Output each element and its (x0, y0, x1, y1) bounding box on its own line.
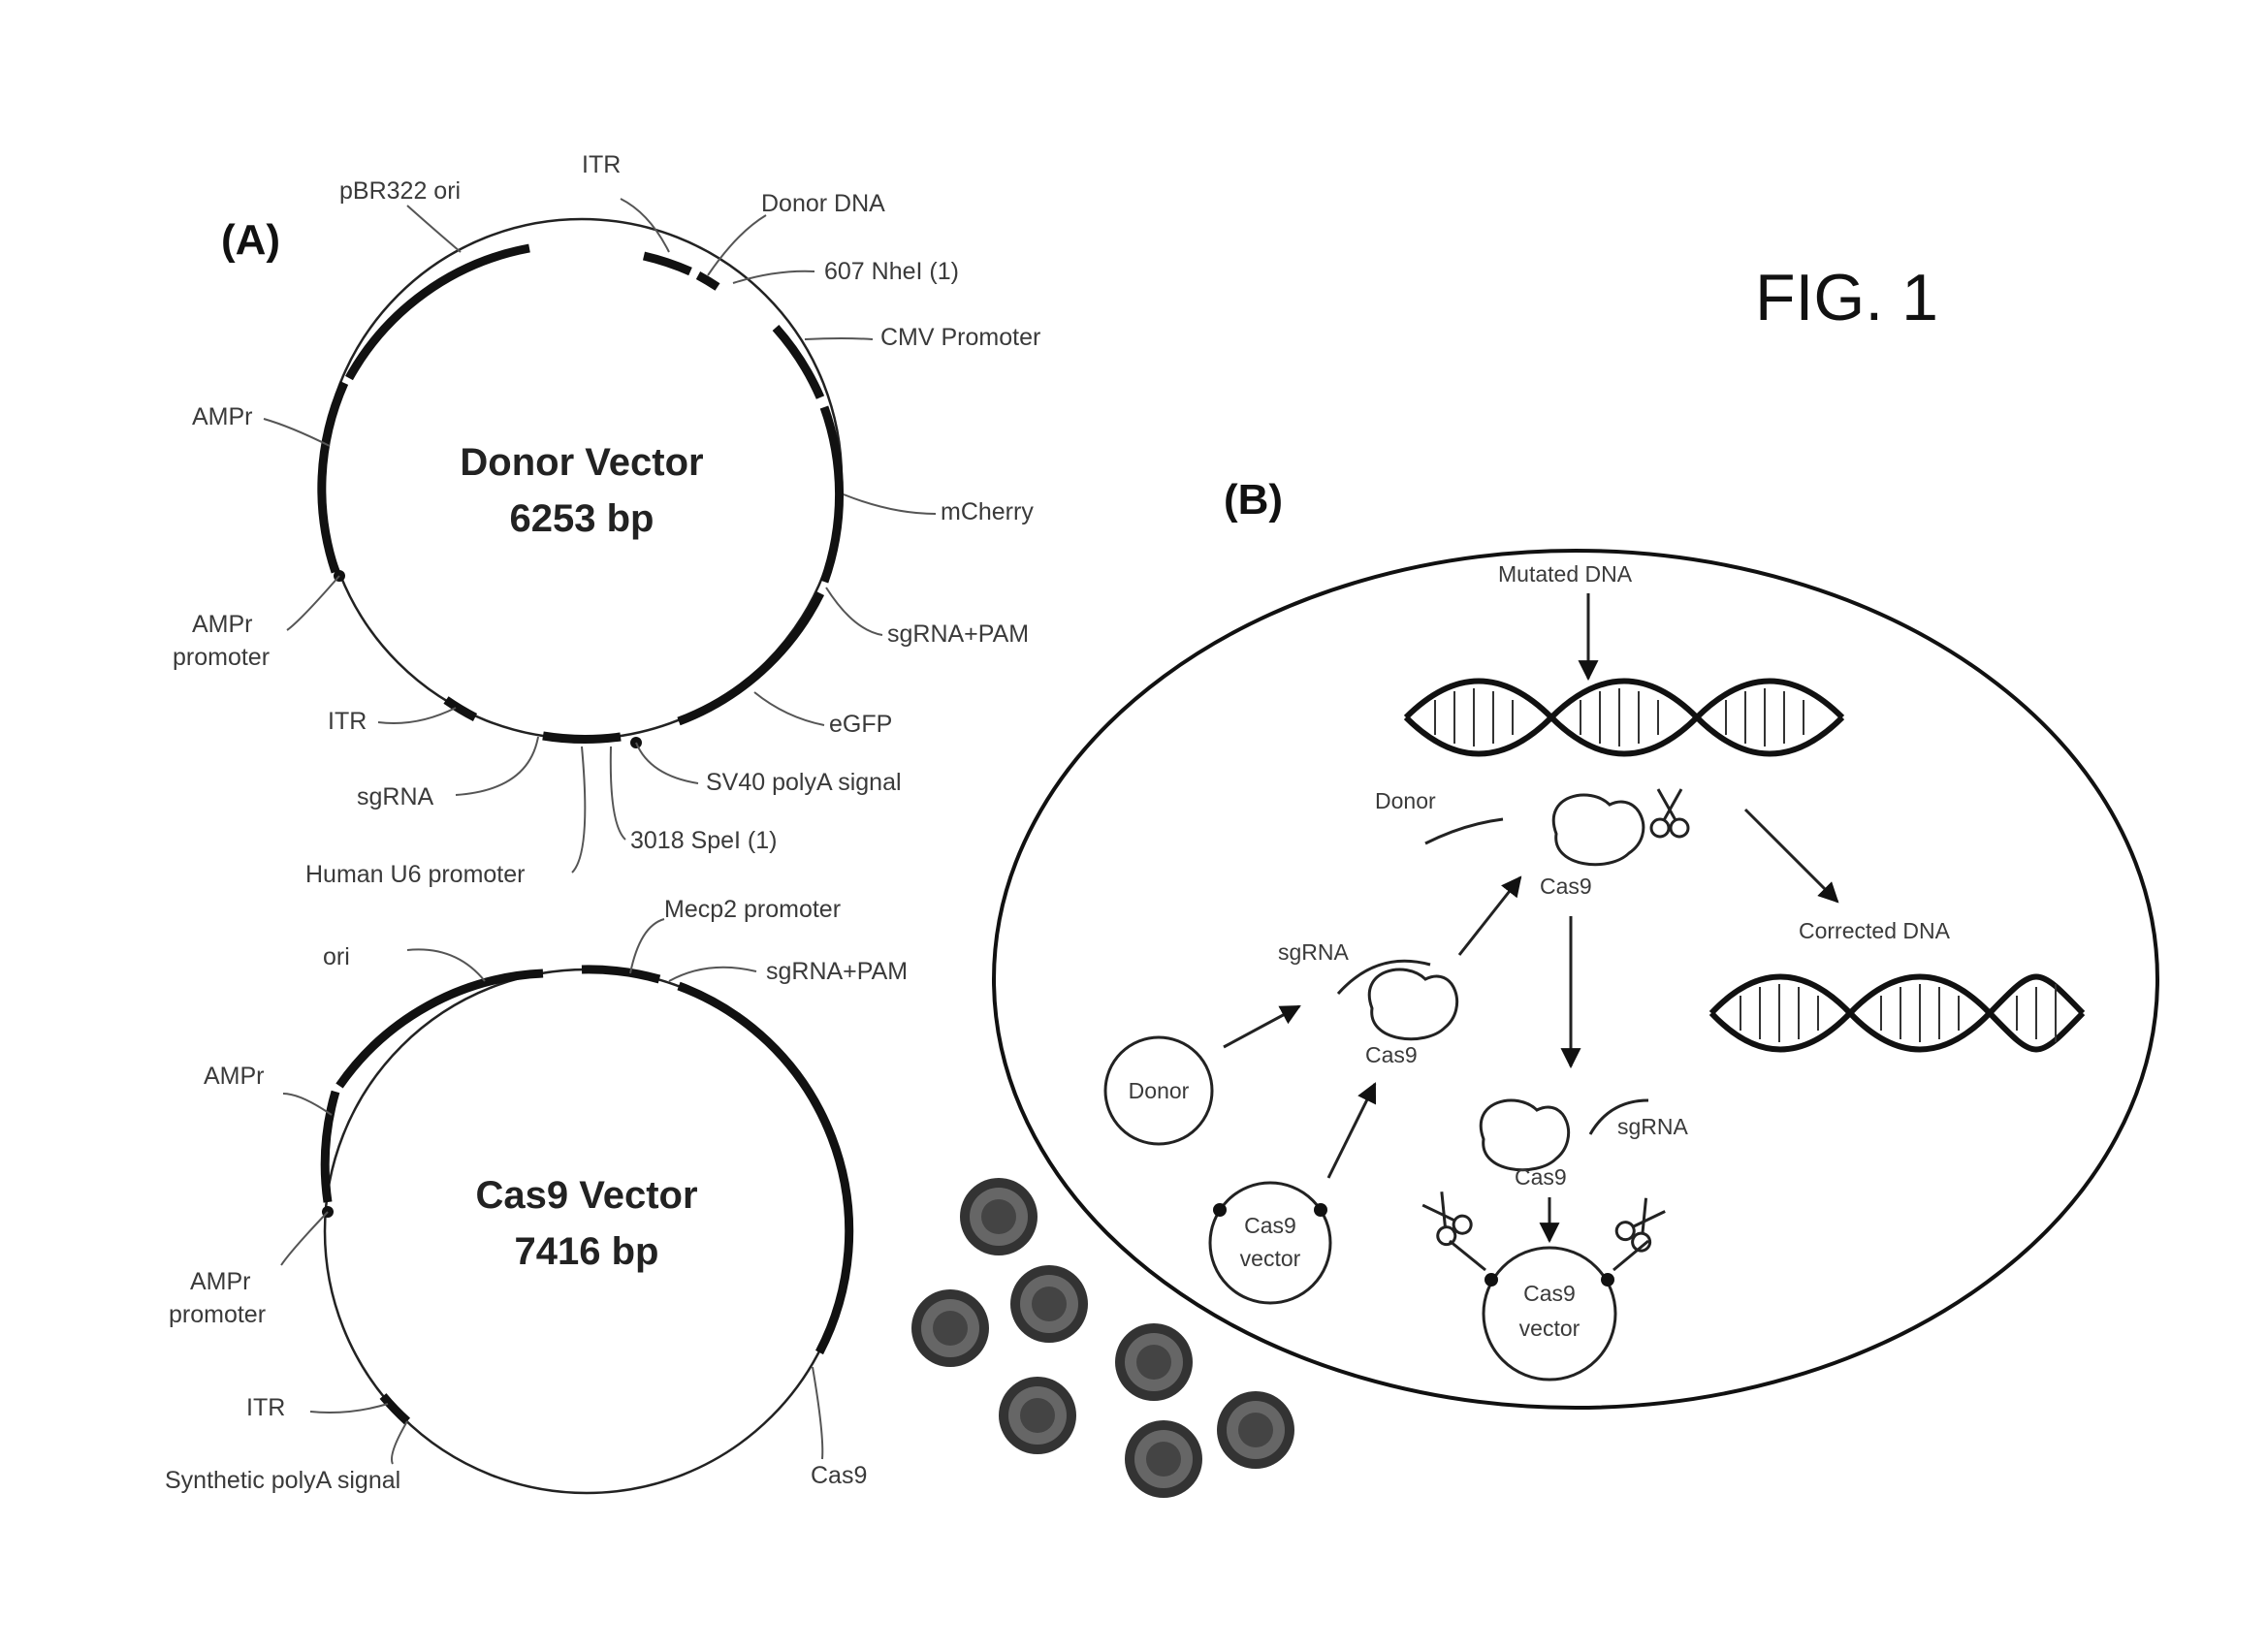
cas9-protein-mid (1479, 1098, 1571, 1172)
cas9-vector-plasmid: Cas9 Vector 7416 bp (320, 965, 854, 1495)
feature-arc-ori (335, 969, 544, 1089)
panel-b-label: (B) (1224, 476, 1283, 524)
feature-arc-itr-cas9 (379, 1393, 411, 1425)
virus-particles (911, 1178, 1294, 1498)
donor-strand (1424, 817, 1504, 845)
label-cas9-vector-bottom-1: Cas9 (1523, 1281, 1576, 1306)
donor-vector-size: 6253 bp (510, 497, 655, 540)
label-cas9-feature: Cas9 (811, 1462, 867, 1489)
virus-particle (1217, 1391, 1294, 1469)
label-itr-top: ITR (582, 151, 621, 178)
label-synthetic-polya: Synthetic polyA signal (165, 1467, 400, 1494)
label-donor-circle: Donor (1129, 1078, 1190, 1103)
vector-marker (1601, 1273, 1614, 1287)
cas9-vector-circle-bottom (1482, 1246, 1617, 1382)
virus-particle (999, 1377, 1076, 1454)
sgrna-strand-mid (1588, 1098, 1649, 1135)
label-itr-cas9: ITR (246, 1394, 285, 1421)
feature-arc-itr-top (642, 251, 692, 276)
cas9-vector-title: Cas9 Vector (475, 1174, 697, 1217)
virus-particle (1010, 1265, 1088, 1343)
feature-arc-mcherry (819, 405, 845, 584)
feature-arc-cmv (772, 325, 825, 399)
virus-particle (960, 1178, 1038, 1255)
label-donor-strand: Donor (1375, 788, 1436, 813)
label-human-u6-promoter: Human U6 promoter (305, 861, 525, 888)
feature-arc-ampr (317, 381, 349, 574)
donor-circle (1103, 1035, 1214, 1146)
label-ampr-promoter-cas9-2: promoter (169, 1301, 266, 1328)
label-sgrna-pam-cas9: sgRNA+PAM (766, 958, 908, 985)
donor-vector-plasmid: Donor Vector 6253 bp (317, 217, 845, 748)
virus-particle (1115, 1323, 1193, 1401)
sgrna-strand-left (1336, 959, 1431, 995)
arrow-donor-to-complex (1223, 1004, 1301, 1049)
cas9-protein-top (1551, 793, 1645, 867)
label-sgrna-pam-donor: sgRNA+PAM (887, 620, 1029, 648)
label-sgrna-mid: sgRNA (1617, 1114, 1689, 1139)
panel-a-label: (A) (221, 216, 280, 264)
cell-boundary (992, 549, 2159, 1410)
label-itr-bottom: ITR (328, 708, 367, 735)
label-corrected-dna: Corrected DNA (1799, 918, 1951, 943)
label-ampr-promoter-cas9-1: AMPr (190, 1268, 251, 1295)
feature-arc-egfp (677, 591, 825, 726)
label-ampr-promoter-1: AMPr (192, 611, 253, 638)
label-cas9-top: Cas9 (1540, 874, 1592, 899)
corrected-dna-helix (1708, 973, 2086, 1053)
vector-marker (1485, 1273, 1498, 1287)
mutated-dna-helix (1403, 678, 1845, 757)
label-mutated-dna: Mutated DNA (1498, 561, 1633, 587)
label-ampr-cas9: AMPr (204, 1063, 265, 1090)
vector-marker (1213, 1203, 1227, 1217)
label-pbr322-ori: pBR322 ori (339, 177, 461, 205)
label-spei: 3018 SpeI (1) (630, 827, 778, 854)
label-ampr-promoter-2: promoter (173, 644, 270, 671)
label-ori: ori (323, 943, 350, 970)
feature-arc-ampr-cas9 (320, 1090, 340, 1203)
arrow-to-corrected-dna (1743, 808, 1839, 904)
label-cas9-mid: Cas9 (1515, 1164, 1567, 1190)
arrow-vector-to-complex (1326, 1082, 1377, 1179)
arrow-left-complex-to-dna (1457, 875, 1522, 956)
virus-particle (1125, 1420, 1202, 1498)
label-cas9-vector-left-2: vector (1240, 1246, 1301, 1271)
cas9-vector-labels: ori Mecp2 promoter sgRNA+PAM AMPr AMPr p… (165, 896, 908, 1494)
label-cas9-left: Cas9 (1365, 1042, 1418, 1067)
scissors-icon (1649, 788, 1690, 839)
feature-arc-donor-dna (695, 271, 720, 291)
label-cas9-vector-left-1: Cas9 (1244, 1213, 1296, 1238)
cas9-vector-circle-left (1208, 1181, 1332, 1305)
feature-arc-itr-bottom (443, 696, 478, 722)
figure-label: FIG. 1 (1755, 261, 1938, 334)
label-sgrna-donor: sgRNA (357, 783, 434, 810)
vector-marker (1314, 1203, 1327, 1217)
label-donor-dna: Donor DNA (761, 190, 885, 217)
label-cas9-vector-bottom-2: vector (1519, 1316, 1581, 1341)
cas9-vector-size: 7416 bp (515, 1230, 659, 1273)
donor-vector-labels: pBR322 ori ITR Donor DNA 607 NheI (1) CM… (173, 151, 1040, 888)
label-egfp: eGFP (829, 711, 892, 738)
label-mcherry: mCherry (941, 498, 1034, 525)
label-nhei: 607 NheI (1) (824, 258, 959, 285)
scissors-icon (1421, 1191, 1473, 1247)
label-ampr-donor: AMPr (192, 403, 253, 430)
scissors-icon (1614, 1197, 1666, 1253)
label-sv40: SV40 polyA signal (706, 769, 902, 796)
cas9-protein-left (1367, 968, 1459, 1041)
scissors-connector-left (1449, 1239, 1486, 1272)
feature-arc-cas9 (677, 981, 854, 1355)
feature-arc-pbr322-ori (345, 243, 530, 381)
feature-arc-mecp2 (581, 965, 661, 984)
donor-vector-title: Donor Vector (460, 441, 703, 484)
feature-arc-u6 (542, 731, 622, 745)
label-sgrna-left: sgRNA (1278, 939, 1350, 965)
scissors-connector-right (1612, 1239, 1649, 1272)
label-mecp2-promoter: Mecp2 promoter (664, 896, 841, 923)
label-cmv-promoter: CMV Promoter (880, 324, 1040, 351)
virus-particle (911, 1289, 989, 1367)
